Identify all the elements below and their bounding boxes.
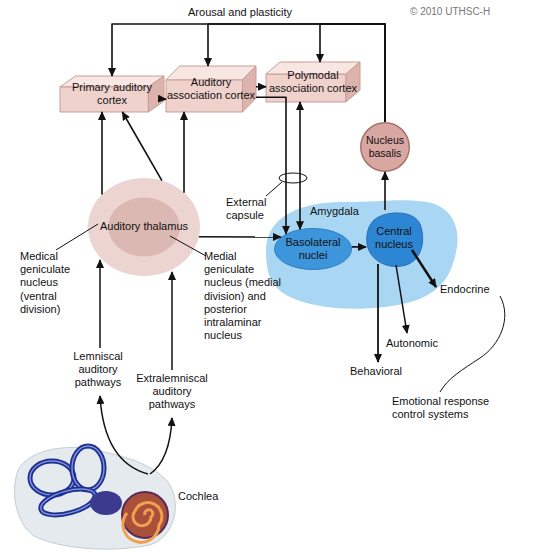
text-label: Cochlea (178, 490, 238, 503)
text-label: Extralemniscal auditory pathways (130, 372, 214, 412)
node-text-holder: Polymodal association cortex (266, 62, 360, 102)
amygdala-region: AmygdalaBasolateral nuclei Central nucleu… (262, 196, 460, 312)
leader-line (266, 182, 282, 196)
cortex-slab: Auditory association cortex (166, 66, 256, 112)
node-text-holder: Primary auditory cortex (60, 76, 164, 112)
node-text: Primary auditory cortex (60, 81, 164, 107)
text-label: Autonomic (386, 337, 456, 350)
connector-arrow (299, 102, 301, 229)
vestibule (90, 491, 122, 515)
semicircular-canal (38, 484, 98, 520)
connector-arrow (208, 24, 385, 122)
text-label: Behavioral (350, 365, 420, 378)
static-wires (56, 173, 505, 474)
node-text: Amygdala (310, 205, 359, 218)
connector-arrow (256, 86, 266, 88)
connector-arrow (384, 172, 386, 210)
connector-arrow (122, 112, 161, 181)
semicircular-canal-inner (38, 484, 98, 520)
cochlea-illustration (15, 446, 176, 549)
text-label: Endocrine (440, 283, 510, 296)
node-text-holder: Central nucleus (366, 210, 422, 266)
nucleus-circle: Nucleus basalis (360, 122, 410, 172)
node-text: Central nucleus (366, 225, 422, 251)
output-arrow (412, 250, 436, 287)
circle-shape (361, 123, 410, 172)
node-text: Auditory thalamus (100, 220, 188, 233)
leader-line (56, 224, 98, 250)
text-label: Medial geniculate nucleus (medial divisi… (204, 250, 286, 342)
connector-arrow (320, 24, 385, 122)
cortex-slab: Polymodal association cortex (266, 62, 360, 102)
node-text-holder: Auditory association cortex (166, 66, 256, 112)
pathway-arrow (150, 418, 172, 474)
node-text: Nucleus basalis (360, 134, 410, 159)
text-label: © 2010 UTHSC-H (410, 6, 535, 18)
amygdala-blob (266, 200, 458, 309)
cochlea-spiral (123, 503, 162, 543)
text-label: Arousal and plasticity (180, 6, 300, 19)
nucleus-oval: Basolateral nuclei (274, 228, 352, 270)
node-text-holder: Basolateral nuclei (274, 228, 352, 270)
text-label: Emotional response control systems (392, 395, 504, 421)
connector-arrow (164, 98, 166, 100)
oval-shape (275, 229, 352, 270)
node-text: Polymodal association cortex (266, 69, 360, 95)
node-text-holder: Nucleus basalis (360, 122, 410, 172)
node-text-holder: Amygdala (310, 205, 359, 218)
text-label: Lemniscal auditory pathways (67, 350, 129, 390)
blob-shape (367, 213, 423, 267)
pathway-arrow (99, 260, 101, 348)
connector-arrow (352, 246, 366, 248)
pathway-arrow (171, 272, 173, 370)
output-arrow (377, 264, 379, 362)
bone-shape (15, 447, 176, 549)
semicircular-canal-inner (72, 446, 104, 490)
semicircular-canal (72, 446, 104, 490)
connector-arrow (183, 112, 185, 193)
cortex-slab: Primary auditory cortex (60, 76, 164, 112)
text-label: Medical geniculate nucleus (ventral divi… (20, 250, 86, 316)
node-text: Basolateral nuclei (274, 236, 352, 262)
output-arrow (396, 265, 407, 333)
node-text: Auditory association cortex (166, 76, 256, 102)
pathway-arrow (100, 396, 148, 474)
capsule-marker (279, 173, 307, 183)
connector-arrow (199, 236, 281, 238)
connector-arrow (101, 112, 103, 195)
bracket (440, 296, 505, 392)
connector-arrow (112, 24, 385, 122)
text-label: External capsule (226, 196, 280, 222)
leader-line (170, 236, 206, 256)
nucleus-blob: Central nucleus (366, 210, 422, 266)
